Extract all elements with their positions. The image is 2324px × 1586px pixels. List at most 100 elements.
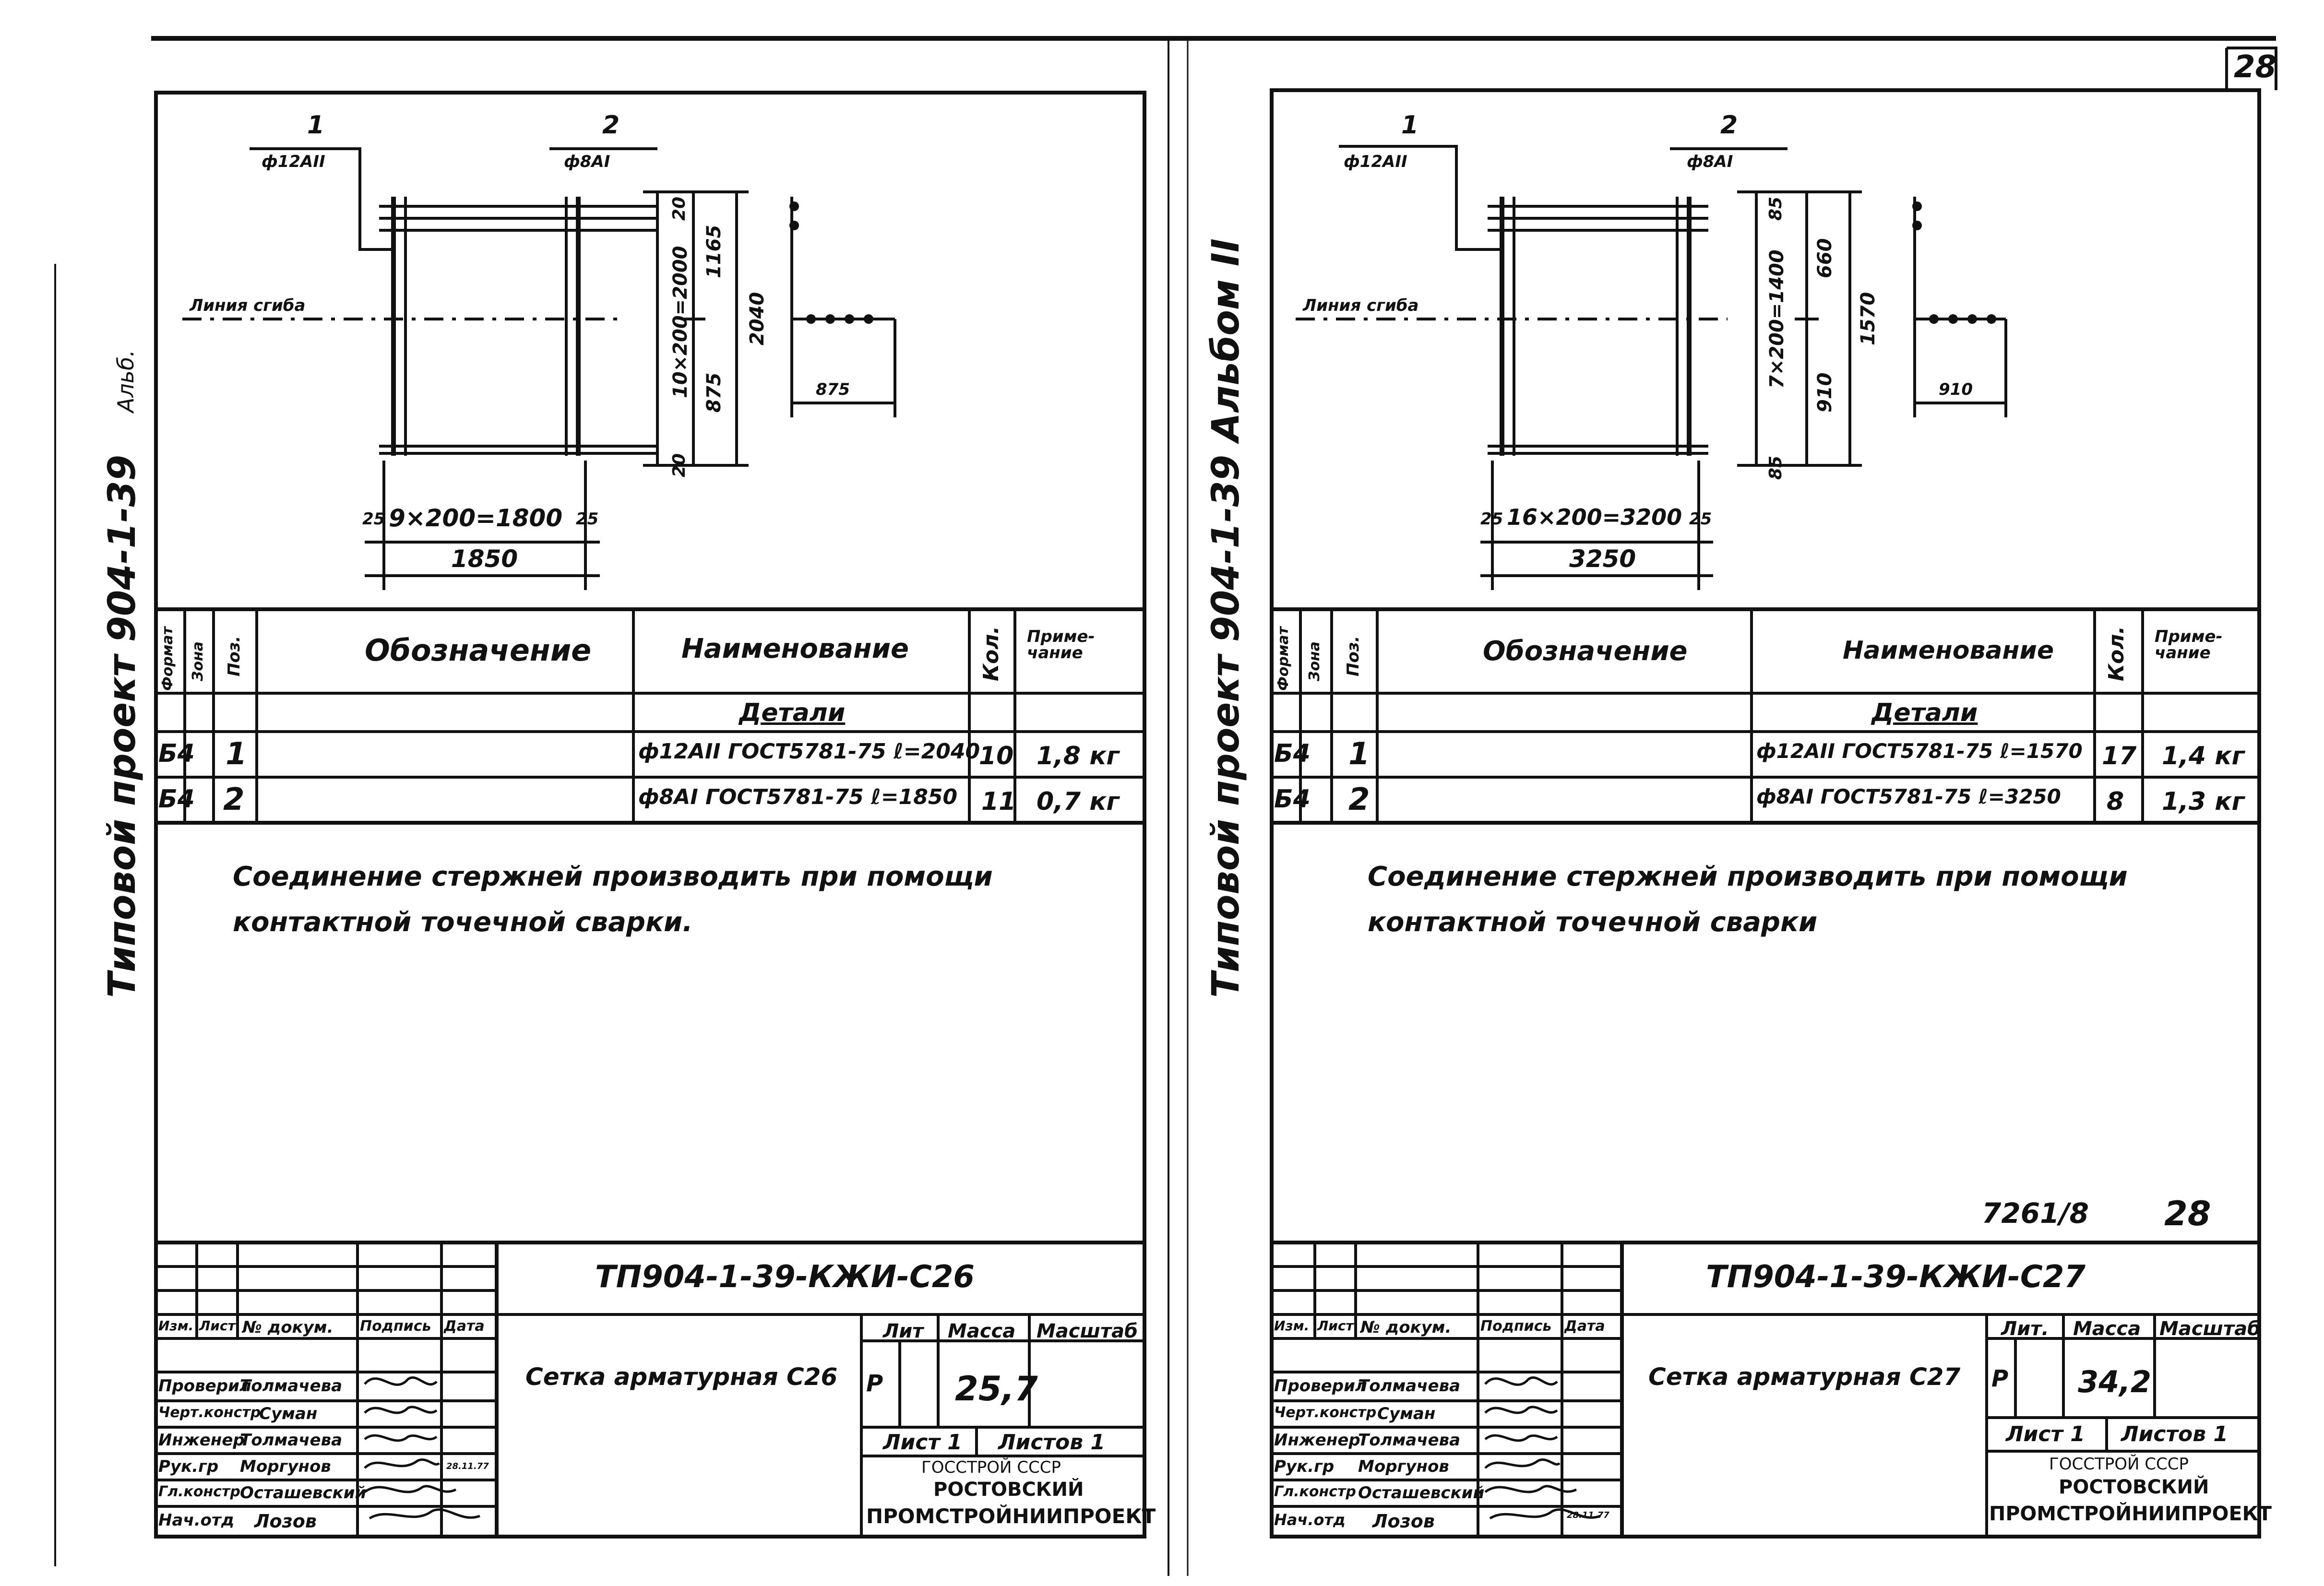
- left-bend-line-label: Линия сгиба: [190, 296, 306, 315]
- right-note-line2: контактной точечной сварки: [1368, 907, 1818, 938]
- right-pos1-number: 1: [1401, 111, 1419, 140]
- left-dim-total-width: 1850: [451, 545, 518, 573]
- right-dim-total-width: 3250: [1569, 545, 1636, 573]
- right-doc-code: ТП904-1-39-КЖИ-С27: [1706, 1259, 2086, 1295]
- left-row2-qty: 11: [981, 787, 1016, 816]
- left-col-doc: № докум.: [242, 1318, 334, 1337]
- left-role-1: Проверил: [158, 1376, 251, 1396]
- left-name-6: Лозов: [254, 1511, 317, 1532]
- left-sheets: Листов 1: [998, 1430, 1105, 1455]
- left-col-date: Дата: [444, 1318, 485, 1335]
- left-col-izm: Изм.: [158, 1318, 194, 1334]
- right-row2-format: Б4: [1274, 785, 1311, 814]
- left-role-3: Инженер: [158, 1431, 245, 1450]
- right-row1-pos: 1: [1348, 736, 1370, 772]
- right-dim-right-end: 25: [1689, 509, 1712, 529]
- right-row2-note: 1,3 кг: [2162, 787, 2245, 816]
- left-org-line2: РОСТОВСКИЙ: [933, 1479, 1084, 1501]
- right-name-4: Моргунов: [1358, 1457, 1449, 1476]
- right-col-pos: Поз.: [1344, 636, 1363, 677]
- left-row1-pos: 1: [226, 736, 247, 772]
- right-role-2: Черт.констр: [1274, 1404, 1377, 1421]
- left-col-name: Наименование: [681, 633, 909, 664]
- left-row1-format: Б4: [158, 739, 195, 768]
- left-mass-value: 25,7: [955, 1369, 1038, 1408]
- left-dim-left-end: 25: [362, 509, 385, 529]
- right-row1-note: 1,4 кг: [2162, 742, 2245, 770]
- right-role-6: Нач.отд: [1274, 1511, 1346, 1529]
- right-org-line2: РОСТОВСКИЙ: [2059, 1476, 2209, 1498]
- left-note-line1: Соединение стержней производить при помо…: [233, 861, 993, 892]
- left-dim-bottom-end: 20: [669, 453, 689, 477]
- right-col-zone: Зона: [1306, 641, 1323, 681]
- right-pos2-number: 2: [1720, 111, 1738, 140]
- right-col-sign: Подпись: [1480, 1318, 1552, 1335]
- left-dim-875: 875: [703, 372, 725, 413]
- right-row1-name: ф12АII ГОСТ5781-75 ℓ=1570: [1756, 739, 2083, 763]
- left-name-1: Толмачева: [240, 1376, 343, 1396]
- right-pos1-bar: ф12АII: [1344, 152, 1407, 171]
- right-role-3: Инженер: [1274, 1431, 1360, 1450]
- right-bottom-page: 28: [2164, 1194, 2211, 1233]
- left-col-qty: Кол.: [979, 626, 1003, 681]
- left-dim-profile: 875: [816, 380, 850, 399]
- left-col-pos: Поз.: [225, 636, 244, 677]
- left-row2-pos: 2: [223, 782, 245, 817]
- right-name-2: Суман: [1377, 1404, 1436, 1423]
- right-dim-660: 660: [1814, 238, 1836, 279]
- left-col-list: Лист: [199, 1318, 236, 1334]
- right-dim-left-end: 25: [1480, 509, 1503, 529]
- left-dim-top-end: 20: [669, 196, 689, 221]
- right-drawing-title: Сетка арматурная С27: [1648, 1363, 1961, 1391]
- left-drawing-title: Сетка арматурная С26: [525, 1363, 838, 1391]
- left-dim-spacing-h: 9×200=1800: [389, 504, 563, 532]
- right-lit-label: Лит.: [2001, 1318, 2049, 1340]
- right-name-6: Лозов: [1372, 1511, 1435, 1532]
- left-row2-note: 0,7 кг: [1037, 787, 1120, 816]
- left-sheet: Лист 1: [883, 1430, 962, 1455]
- left-name-4: Моргунов: [240, 1457, 331, 1476]
- right-dim-profile: 910: [1939, 380, 1973, 399]
- right-section-title: Детали: [1871, 698, 1978, 727]
- right-sheet: Лист 1: [2006, 1422, 2085, 1446]
- right-dim-spacing-h: 16×200=3200: [1507, 504, 1682, 530]
- right-role-1: Проверил: [1274, 1376, 1367, 1396]
- right-col-qty: Кол.: [2104, 626, 2129, 681]
- right-dim-bottom-end: 85: [1766, 455, 1786, 480]
- right-inventory-number: 7261/8: [1982, 1197, 2089, 1230]
- left-mass-label: Масса: [948, 1320, 1016, 1342]
- left-dim-right-end: 25: [576, 509, 599, 529]
- right-dim-910: 910: [1814, 372, 1836, 413]
- left-col-zone: Зона: [190, 641, 206, 681]
- right-col-note: Приме-чание: [2155, 627, 2223, 663]
- right-lit-value: Р: [1991, 1365, 2009, 1392]
- left-scale-label: Масштаб: [1037, 1320, 1138, 1342]
- page-number: 28: [2234, 49, 2277, 85]
- right-role-5: Гл.констр: [1274, 1483, 1356, 1500]
- right-row2-name: ф8АI ГОСТ5781-75 ℓ=3250: [1756, 785, 2061, 808]
- right-row1-qty: 17: [2102, 742, 2137, 770]
- left-note-line2: контактной точечной сварки.: [233, 907, 693, 938]
- right-col-izm: Изм.: [1274, 1318, 1310, 1334]
- left-col-sign: Подпись: [360, 1318, 431, 1335]
- left-row1-note: 1,8 кг: [1037, 742, 1120, 770]
- right-dim-1570: 1570: [1857, 292, 1879, 345]
- right-name-3: Толмачева: [1358, 1431, 1461, 1450]
- left-pos1-bar: ф12АII: [262, 152, 325, 171]
- right-name-5: Осташевский: [1358, 1483, 1485, 1503]
- signatures: [364, 1376, 1601, 1520]
- left-col-note: Приме-чание: [1027, 627, 1095, 663]
- left-name-5: Осташевский: [240, 1483, 367, 1503]
- left-row1-qty: 10: [979, 742, 1014, 770]
- right-mass-value: 34,2: [2078, 1364, 2151, 1399]
- right-name-1: Толмачева: [1358, 1376, 1461, 1396]
- left-pos1-number: 1: [307, 111, 325, 140]
- right-row2-pos: 2: [1348, 782, 1370, 817]
- left-row2-name: ф8АI ГОСТ5781-75 ℓ=1850: [638, 785, 958, 809]
- right-col-name: Наименование: [1843, 636, 2054, 665]
- left-dim-spacing-v: 10×200=2000: [669, 246, 691, 398]
- right-note-line1: Соединение стержней производить при помо…: [1368, 861, 2128, 892]
- side-title-right: Типовой проект 904-1-39 Альбом II: [1204, 238, 1248, 998]
- right-row1-format: Б4: [1274, 739, 1311, 768]
- left-pos2-number: 2: [602, 111, 620, 140]
